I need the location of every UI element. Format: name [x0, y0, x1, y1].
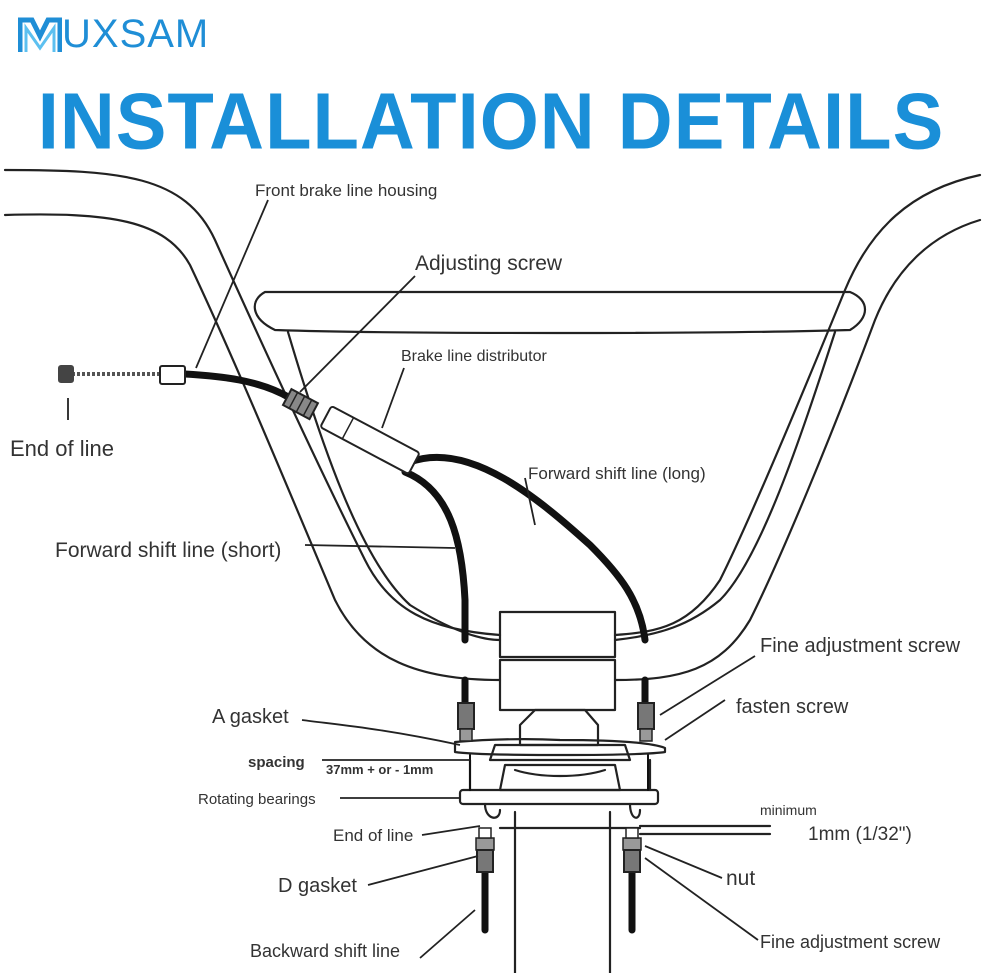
forward-shift-line-long: [406, 453, 649, 644]
fork-steerer: [513, 810, 612, 973]
label-d-gasket: D gasket: [278, 875, 357, 897]
crossbar: [253, 290, 867, 335]
adjusting-screw: [281, 387, 320, 421]
muxsam-m-logo-icon: [18, 17, 62, 52]
label-spacing-value: 37mm + or - 1mm: [326, 762, 433, 777]
page-title: INSTALLATION DETAILS: [37, 76, 945, 167]
brand-name: UXSAM: [62, 12, 210, 56]
lower-gyro-plate: [458, 788, 660, 806]
handlebar-left-inner: [3, 213, 502, 682]
stem-clamp-top: [498, 610, 617, 659]
brake-line-distributor: [320, 405, 420, 475]
label-forward-shift-line-long: Forward shift line (long): [528, 464, 706, 483]
fine-adjustment-screw-left-top: [457, 702, 475, 730]
label-end-of-line-top: End of line: [10, 436, 114, 461]
housing-ferrule: [159, 365, 186, 385]
fine-adjustment-screw-left-bottom: [476, 849, 494, 873]
nut-right: [622, 837, 642, 851]
forward-shift-line-short: [401, 468, 469, 644]
fine-adjustment-screw-right-top: [637, 702, 655, 730]
front-brake-housing: [181, 370, 294, 402]
label-adjusting-screw: Adjusting screw: [415, 252, 563, 275]
brand-logo: UXSAM: [18, 14, 209, 54]
label-forward-shift-line-short: Forward shift line (short): [55, 539, 281, 562]
label-a-gasket: A gasket: [212, 706, 289, 728]
upper-gyro-plate: [453, 738, 667, 757]
handlebar-right-inner: [613, 218, 982, 682]
handlebar-right-outer: [613, 173, 982, 637]
label-nut: nut: [726, 867, 755, 890]
wire-end-cap: [58, 365, 74, 383]
label-rotating-bearings: Rotating bearings: [198, 791, 316, 808]
label-backward-shift-line: Backward shift line: [250, 941, 400, 961]
label-front-brake-line-housing: Front brake line housing: [255, 181, 437, 200]
handlebar-inner-v: [286, 330, 502, 642]
label-minimum: minimum: [760, 802, 817, 818]
fine-adjustment-screw-right-bottom: [623, 849, 641, 873]
nut-left: [475, 837, 495, 851]
label-fine-adjustment-screw-top: Fine adjustment screw: [760, 635, 961, 657]
label-minimum-value: 1mm (1/32"): [808, 824, 912, 845]
label-fasten-screw: fasten screw: [736, 696, 849, 718]
stem-clamp-bottom: [498, 658, 617, 712]
label-brake-line-distributor: Brake line distributor: [401, 348, 548, 365]
label-spacing: spacing: [248, 754, 305, 771]
label-fine-adjustment-screw-bottom: Fine adjustment screw: [760, 932, 941, 952]
bearing-housing: [498, 763, 622, 792]
handlebar-left-outer: [3, 168, 502, 637]
label-end-of-line-bottom: End of line: [333, 826, 413, 845]
